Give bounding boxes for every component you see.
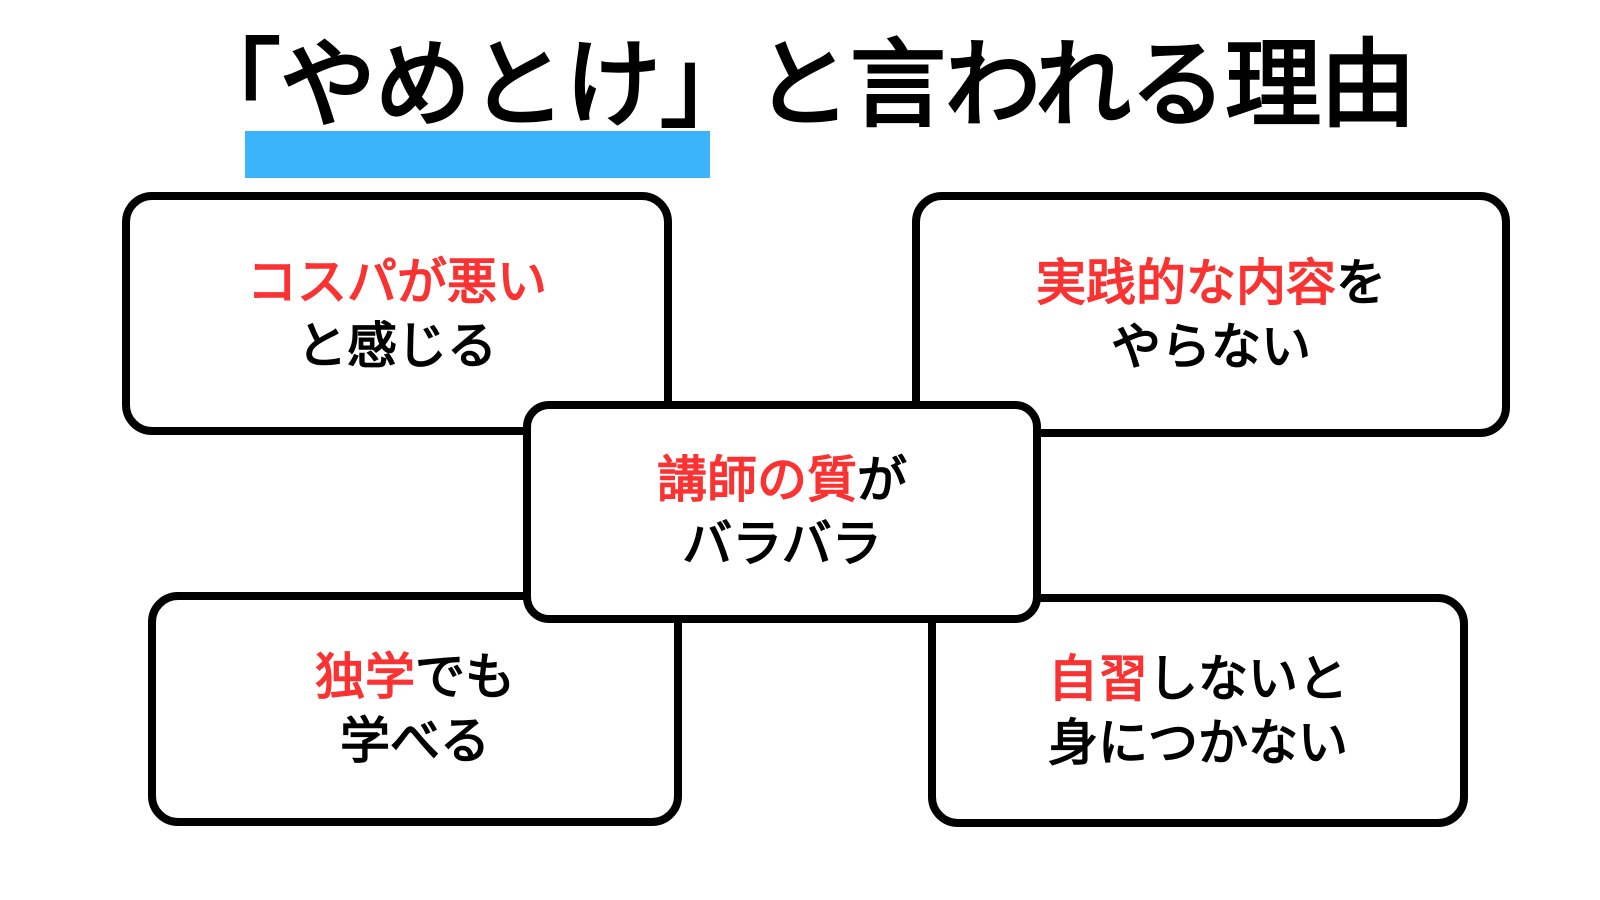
reason-box-center-line1: 講師の質が (657, 448, 907, 512)
reason-box-top-left-line1: コスパが悪い (247, 250, 547, 314)
reason-box-top-left-line2: と感じる (297, 317, 497, 374)
page-title: 「やめとけ」と言われる理由 (184, 32, 1416, 139)
reason-box-center: 講師の質が バラバラ (523, 401, 1041, 623)
reason-box-bottom-left: 独学でも 学べる (148, 592, 682, 826)
reason-box-center-suffix: が (857, 452, 907, 508)
reason-box-top-left-highlight: コスパが悪い (247, 253, 547, 310)
reason-box-top-right-line2: やらない (1111, 318, 1311, 375)
reason-box-top-right-suffix: を (1336, 254, 1386, 311)
reason-box-top-left: コスパが悪い と感じる (122, 192, 672, 435)
reason-box-bottom-right-suffix: しないと (1148, 650, 1348, 707)
reason-box-bottom-left-line2: 学べる (340, 713, 490, 769)
reason-box-center-highlight: 講師の質 (657, 452, 857, 508)
reason-box-bottom-left-suffix: でも (415, 649, 515, 705)
reason-box-bottom-right: 自習しないと 身につかない (928, 594, 1468, 827)
reason-box-bottom-left-line1: 独学でも (315, 645, 515, 709)
title-highlight-bar (245, 131, 710, 178)
reason-box-top-right: 実践的な内容を やらない (912, 192, 1510, 437)
title-area: 「やめとけ」と言われる理由 (0, 18, 1600, 178)
reason-box-bottom-left-highlight: 独学 (315, 649, 415, 705)
reason-box-bottom-right-highlight: 自習 (1048, 650, 1148, 707)
reason-box-top-right-line1: 実践的な内容を (1036, 251, 1386, 315)
reason-box-bottom-right-line2: 身につかない (1048, 714, 1348, 771)
reason-box-bottom-right-line1: 自習しないと (1048, 647, 1348, 711)
reason-box-center-line2: バラバラ (682, 516, 882, 572)
reason-box-top-right-highlight: 実践的な内容 (1036, 254, 1336, 311)
